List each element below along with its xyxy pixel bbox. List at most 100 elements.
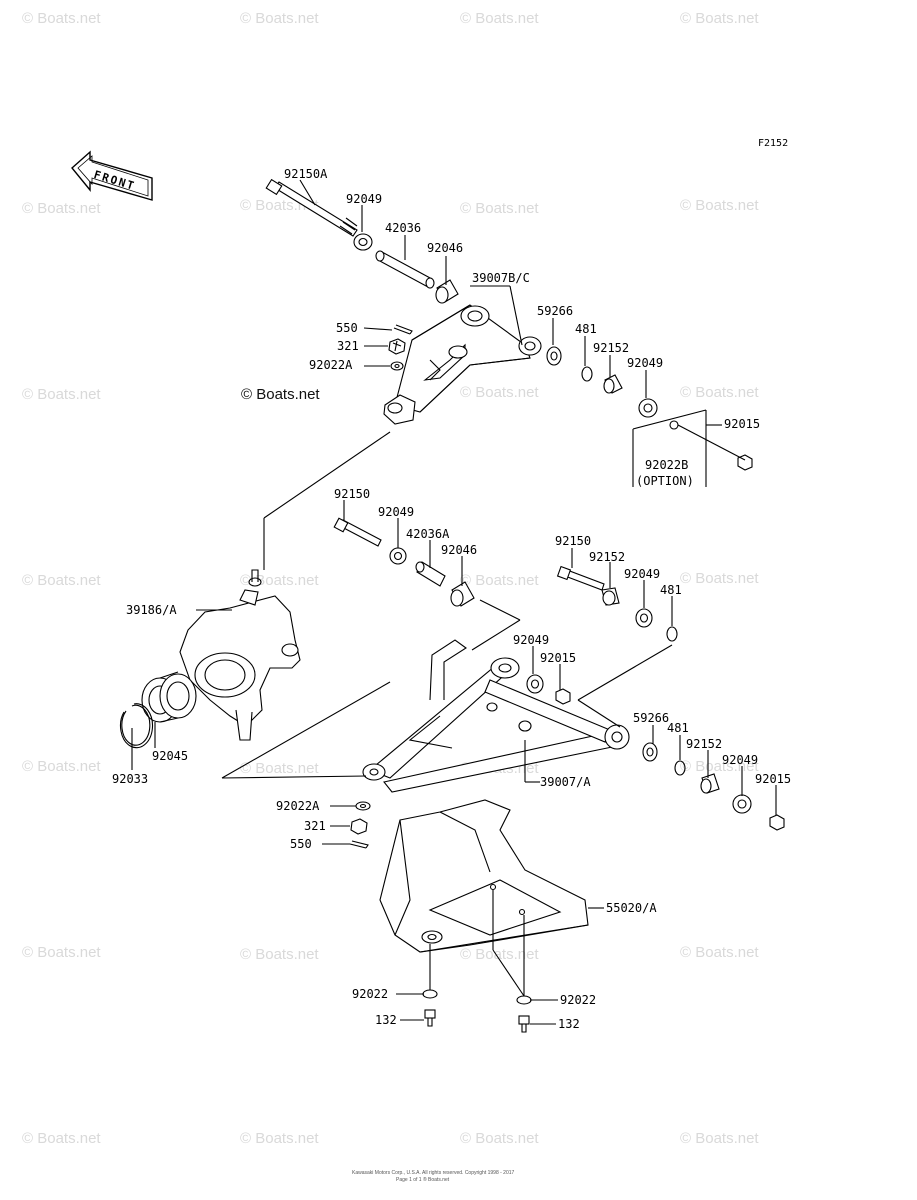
bolt-132-left bbox=[424, 1009, 436, 1027]
washer-92049-lower-mid bbox=[526, 674, 544, 694]
part-label-92022: 92022 bbox=[352, 987, 389, 1001]
nut-321-upper bbox=[388, 338, 406, 355]
leader bbox=[677, 424, 746, 461]
circlip-481-lower bbox=[666, 626, 678, 642]
lower-arm-39007A bbox=[362, 639, 630, 793]
part-label-481: 481 bbox=[575, 322, 597, 336]
part-label-92015: 92015 bbox=[540, 651, 577, 665]
option-bracket bbox=[632, 409, 707, 487]
lower-bolt-92150 bbox=[333, 517, 382, 547]
part-label-59266: 59266 bbox=[633, 711, 670, 725]
part-label-92046: 92046 bbox=[427, 241, 464, 255]
watermark: © Boats.net bbox=[460, 1130, 539, 1147]
circlip-481-lower-right bbox=[674, 760, 686, 776]
cotter-pin-550-lower bbox=[349, 840, 369, 849]
part-label-92046: 92046 bbox=[441, 543, 478, 557]
watermark: © Boats.net bbox=[460, 10, 539, 27]
leader-lines bbox=[131, 179, 777, 1025]
washer-92022A-lower bbox=[355, 801, 371, 811]
figure-code: F2152 bbox=[758, 138, 789, 149]
copyright-watermark: © Boats.net bbox=[241, 386, 320, 403]
part-label-132: 132 bbox=[375, 1013, 397, 1027]
bearing-92045 bbox=[141, 671, 197, 723]
watermark: © Boats.net bbox=[680, 758, 759, 775]
watermark: © Boats.net bbox=[240, 1130, 319, 1147]
watermark: © Boats.net bbox=[22, 386, 101, 403]
washer-92049-upper-right bbox=[638, 398, 658, 418]
part-label-481: 481 bbox=[667, 721, 689, 735]
washer-92049-lower-right bbox=[635, 608, 653, 628]
sleeve-92152-upper bbox=[603, 374, 623, 394]
bushing-92046-upper bbox=[435, 279, 459, 304]
collar-42036 bbox=[375, 250, 435, 289]
washer-92049-upper bbox=[353, 233, 373, 251]
upper-arm-39007BC bbox=[383, 304, 542, 425]
part-label-321: 321 bbox=[337, 339, 359, 353]
bushing-92046-lower bbox=[450, 581, 475, 607]
knuckle-39186A bbox=[179, 569, 301, 741]
watermark: © Boats.net bbox=[240, 946, 319, 963]
watermark: © Boats.net bbox=[240, 760, 319, 777]
part-label-92049: 92049 bbox=[378, 505, 415, 519]
lower-bolt-92150-right bbox=[556, 565, 605, 591]
part-label-550: 550 bbox=[290, 837, 312, 851]
footer-line: Kawasaki Motors Corp., U.S.A. All rights… bbox=[352, 1170, 515, 1176]
part-label-39007BC: 39007B/C bbox=[472, 271, 530, 285]
collar-42036A bbox=[415, 561, 446, 587]
washer-92049-lower-far bbox=[732, 794, 752, 814]
part-label-321: 321 bbox=[304, 819, 326, 833]
watermark: © Boats.net bbox=[22, 758, 101, 775]
bushing-59266-upper bbox=[546, 346, 562, 366]
cotter-pin-550-upper bbox=[393, 324, 413, 335]
part-label-59266: 59266 bbox=[537, 304, 574, 318]
watermark: © Boats.net bbox=[680, 570, 759, 587]
sleeve-92152-lower bbox=[700, 773, 720, 794]
part-label-92150: 92150 bbox=[555, 534, 592, 548]
watermark: © Boats.net bbox=[680, 1130, 759, 1147]
part-label-92022A: 92022A bbox=[276, 799, 320, 813]
part-label-42036A: 42036A bbox=[406, 527, 450, 541]
part-label-39007A: 39007/A bbox=[540, 775, 591, 789]
sleeve-92152-lower-right bbox=[601, 587, 620, 606]
part-label-92015: 92015 bbox=[755, 772, 792, 786]
part-label-92150: 92150 bbox=[334, 487, 371, 501]
skid-plate-55020A bbox=[379, 799, 589, 953]
watermark: © Boats.net bbox=[680, 384, 759, 401]
washer-92049-lower-left bbox=[389, 547, 407, 565]
part-label-92152: 92152 bbox=[686, 737, 723, 751]
watermark: © Boats.net bbox=[22, 572, 101, 589]
watermark: © Boats.net bbox=[22, 10, 101, 27]
circlip-481-upper bbox=[581, 366, 593, 382]
bolt-132-right bbox=[518, 1015, 530, 1033]
watermark: © Boats.net bbox=[680, 197, 759, 214]
watermark: © Boats.net bbox=[460, 572, 539, 589]
washer-92022-right bbox=[516, 995, 532, 1005]
part-label-92033: 92033 bbox=[112, 772, 149, 786]
part-label-132: 132 bbox=[558, 1017, 580, 1031]
part-label-92045: 92045 bbox=[152, 749, 189, 763]
part-label-39186A: 39186/A bbox=[126, 603, 177, 617]
watermark: © Boats.net bbox=[22, 200, 101, 217]
part-label-92049: 92049 bbox=[627, 356, 664, 370]
watermark: © Boats.net bbox=[680, 10, 759, 27]
part-label-481: 481 bbox=[660, 583, 682, 597]
part-label-92152: 92152 bbox=[593, 341, 630, 355]
part-label-92150A: 92150A bbox=[284, 167, 328, 181]
washer-92022-left bbox=[422, 989, 438, 999]
part-label-42036: 42036 bbox=[385, 221, 422, 235]
nut-321-lower bbox=[350, 818, 368, 835]
watermark: © Boats.net bbox=[22, 1130, 101, 1147]
part-label-92152: 92152 bbox=[589, 550, 626, 564]
part-label-option: (OPTION) bbox=[636, 474, 694, 488]
nut-92015-lower-mid bbox=[555, 688, 571, 705]
watermark: © Boats.net bbox=[680, 944, 759, 961]
washer-92022B bbox=[669, 420, 679, 430]
part-label-92049: 92049 bbox=[346, 192, 383, 206]
front-arrow-icon: FRONT bbox=[68, 150, 168, 210]
part-label-92022A: 92022A bbox=[309, 358, 353, 372]
part-label-92022: 92022 bbox=[560, 993, 597, 1007]
nut-92015-lower-far bbox=[769, 814, 785, 831]
part-label-55020A: 55020/A bbox=[606, 901, 657, 915]
part-label-92049: 92049 bbox=[624, 567, 661, 581]
